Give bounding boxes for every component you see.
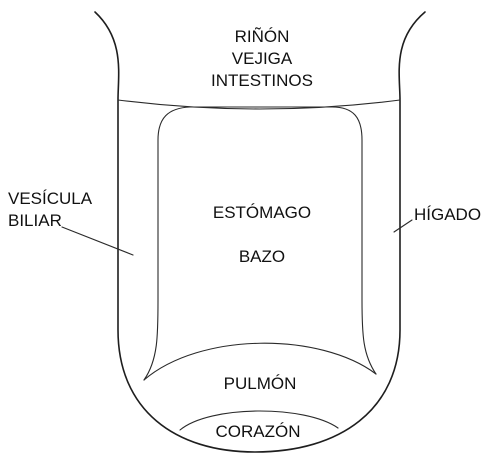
label-spleen: BAZO: [239, 247, 285, 266]
back-region-divider: [117, 99, 401, 110]
label-stomach: ESTÓMAGO: [213, 203, 311, 222]
label-heart: CORAZÓN: [216, 422, 301, 441]
label-gallbladder-line1: VESÍCULA: [8, 189, 93, 208]
label-liver: HÍGADO: [414, 205, 481, 224]
label-gallbladder-line2: BILIAR: [8, 211, 62, 230]
liver-leader-line: [393, 219, 413, 233]
label-kidney: RIÑÓN: [235, 27, 290, 46]
label-bladder: VEJIGA: [232, 49, 293, 68]
label-intestines: INTESTINOS: [211, 71, 313, 90]
label-lung: PULMÓN: [224, 374, 297, 393]
center-region-outline: [143, 106, 377, 381]
heart-region-divider: [179, 410, 339, 431]
tongue-outline: [94, 11, 426, 453]
gallbladder-leader-line: [61, 226, 134, 256]
lung-region-divider: [143, 342, 377, 381]
